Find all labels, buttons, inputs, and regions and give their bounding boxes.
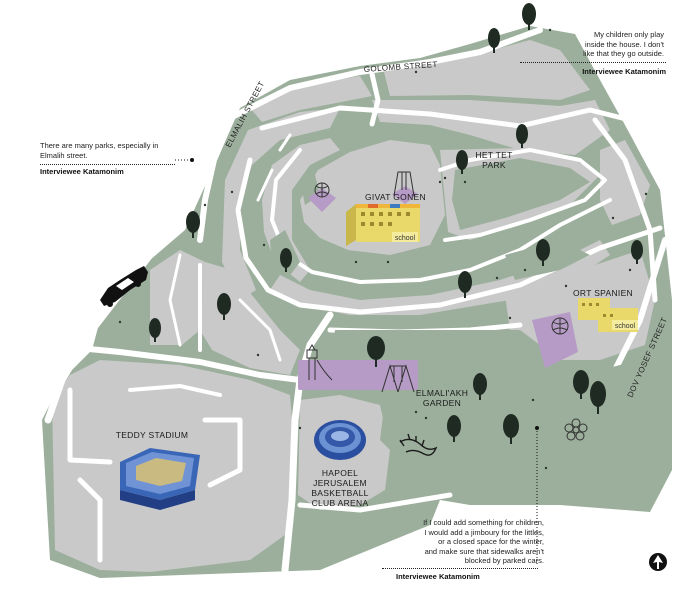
school-label-ort-spanien: school xyxy=(615,323,636,330)
tree-icon xyxy=(590,381,606,414)
quote-line: There are many parks, especially in xyxy=(40,141,159,150)
tree-icon xyxy=(503,414,519,444)
place-label-hapoel-line4: CLUB ARENA xyxy=(312,498,369,508)
dragon-sculpture-icon xyxy=(399,433,438,456)
place-label-teddy-stadium: TEDDY STADIUM xyxy=(116,430,189,440)
place-label-elmaliakh-line1: ELMALI'AKH xyxy=(416,388,468,398)
quote-line: My children only play xyxy=(593,30,664,39)
swing-icon xyxy=(393,171,415,197)
quote-author: Interviewee Katamonim xyxy=(582,67,666,76)
quote-line: inside the house. I don't xyxy=(585,39,664,49)
slide-icon xyxy=(306,344,333,381)
school-label-givat-gonen: school xyxy=(395,235,416,242)
north-arrow-icon xyxy=(649,553,667,571)
place-label-givat-gonen: GIVAT GONEN xyxy=(365,192,426,202)
quote-line: If I could add something for children, xyxy=(423,518,544,527)
quote-text: If I could add something for children, I… xyxy=(374,518,544,566)
school-building-icon xyxy=(346,204,420,246)
ball-icon xyxy=(551,317,569,335)
tree-icon xyxy=(473,373,487,400)
playgrounds xyxy=(298,186,578,390)
elmaliakh-playground xyxy=(298,360,418,390)
quote-marker xyxy=(190,158,194,162)
quote-divider xyxy=(520,62,666,63)
car-icon xyxy=(100,266,148,307)
quote-line: or a closed space for the winter, xyxy=(438,537,544,546)
tree-icon xyxy=(456,150,468,174)
arena-icon xyxy=(314,420,366,460)
place-label-hapoel-line2: JERUSALEM xyxy=(313,478,367,488)
school-building-icon xyxy=(578,298,638,332)
tree-icon xyxy=(367,336,385,367)
tree-icon xyxy=(516,124,528,148)
tree-icon xyxy=(522,3,536,30)
tree-icon xyxy=(573,370,589,399)
stadium-icon xyxy=(120,448,200,510)
ball-icon xyxy=(314,182,330,198)
tree-icon xyxy=(488,28,500,53)
tree-icon xyxy=(149,318,161,342)
tree-icon xyxy=(447,415,461,442)
tree-icon xyxy=(280,248,292,272)
quote-line: Elmalih street. xyxy=(40,150,88,160)
quote-author: Interviewee Katamonim xyxy=(396,572,480,581)
givat-gonen-playground-east xyxy=(392,186,418,204)
quote-text: There are many parks, especially in Elma… xyxy=(40,141,175,160)
ort-spanien-playground xyxy=(532,312,578,368)
quote-author: Interviewee Katamonim xyxy=(40,167,124,176)
quote-divider xyxy=(40,164,175,165)
place-label-hapoel-line1: HAPOEL xyxy=(322,468,358,478)
flower-icon xyxy=(564,418,588,441)
tree-icon xyxy=(149,3,643,444)
tree-icon xyxy=(536,239,550,266)
swing-icon xyxy=(381,364,415,393)
place-label-hapoel-line3: BASKETBALL xyxy=(311,488,368,498)
place-label-ort-spanien: ORT SPANIEN xyxy=(573,288,633,298)
quote-line: like that they go outside. xyxy=(583,49,664,58)
givat-gonen-playground-west xyxy=(308,188,336,212)
green-patches xyxy=(270,158,660,500)
place-label-het-tet-line1: HET TET xyxy=(475,150,512,160)
place-label-het-tet-line2: PARK xyxy=(482,160,506,170)
quote-line: and make sure that sidewalks aren't xyxy=(424,546,544,556)
tree-icon xyxy=(186,211,200,238)
place-label-elmaliakh-line2: GARDEN xyxy=(423,398,461,408)
grass-marks xyxy=(118,28,648,470)
tree-icon xyxy=(458,271,472,298)
tree-icon xyxy=(217,293,231,320)
tree-icon xyxy=(631,240,643,264)
quote-text: My children only play inside the house. … xyxy=(544,30,664,59)
quote-divider xyxy=(382,568,538,569)
quote-line: blocked by parked cars. xyxy=(464,556,544,565)
quote-line: I would add a jimboury for the littles, xyxy=(424,527,544,537)
